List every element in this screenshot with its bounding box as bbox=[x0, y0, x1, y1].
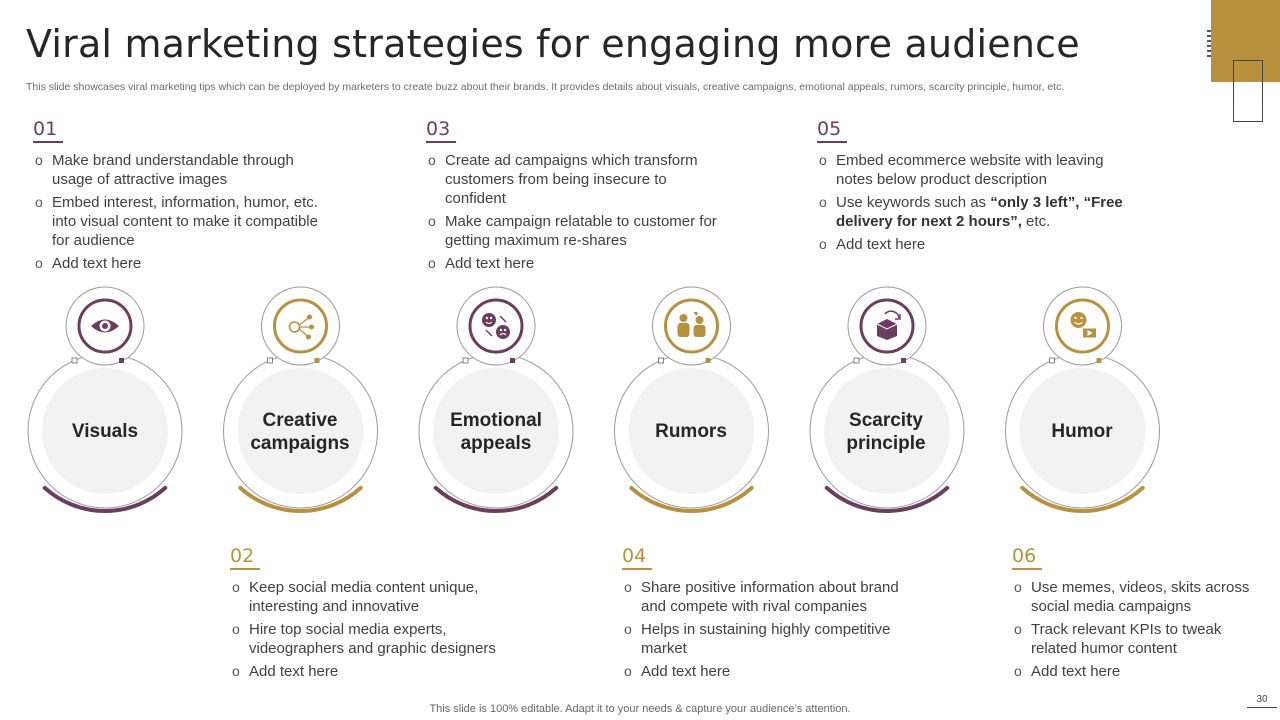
icon-inner-ring bbox=[664, 298, 719, 354]
strategy-circle-04 bbox=[614, 286, 769, 513]
bullet-item: Add text here bbox=[1012, 662, 1267, 681]
slide-subtitle: This slide showcases viral marketing tip… bbox=[26, 81, 1065, 93]
icon-outer-ring bbox=[847, 286, 927, 366]
strategy-text-block-06: 06 Use memes, videos, skits across socia… bbox=[1012, 545, 1267, 685]
box-cycle-icon bbox=[876, 310, 901, 340]
accent-arc bbox=[42, 485, 168, 513]
icon-outer-ring bbox=[456, 286, 536, 366]
slide-title: Viral marketing strategies for engaging … bbox=[26, 22, 1080, 66]
bullet-list: Share positive information about brand a… bbox=[622, 578, 922, 681]
connector-square-right bbox=[705, 358, 711, 363]
bullet-item: Helps in sustaining highly competitive m… bbox=[622, 620, 922, 658]
strategy-circle-06 bbox=[1005, 286, 1160, 513]
accent-arc bbox=[629, 485, 754, 513]
number-underline bbox=[817, 141, 847, 143]
bullet-list: Create ad campaigns which transform cust… bbox=[426, 151, 726, 273]
bullet-item: Add text here bbox=[622, 662, 922, 681]
connector-square-right bbox=[119, 358, 124, 363]
connector-square-left bbox=[853, 357, 860, 364]
share-network-icon bbox=[288, 314, 314, 340]
strategy-text-block-02: 02 Keep social media content unique, int… bbox=[230, 545, 530, 685]
accent-arc bbox=[433, 485, 559, 513]
strategy-number: 01 bbox=[33, 118, 58, 140]
strategy-number: 02 bbox=[230, 545, 255, 567]
corner-dots-decoration bbox=[1207, 30, 1213, 60]
number-underline bbox=[622, 568, 652, 570]
icon-outer-ring bbox=[261, 286, 340, 366]
icon-inner-ring bbox=[273, 298, 328, 354]
icon-inner-ring bbox=[1055, 298, 1110, 354]
bullet-list: Embed ecommerce website with leaving not… bbox=[817, 151, 1137, 254]
bullet-item: Add text here bbox=[230, 662, 530, 681]
people-whisper-icon bbox=[677, 312, 706, 337]
icon-outer-ring bbox=[1043, 286, 1122, 366]
bullet-item: Add text here bbox=[817, 235, 1137, 254]
number-underline bbox=[426, 141, 456, 143]
connector-square-right bbox=[1096, 358, 1102, 363]
bullet-list: Keep social media content unique, intere… bbox=[230, 578, 530, 681]
strategy-text-block-01: 01 Make brand understandable through usa… bbox=[33, 118, 323, 277]
accent-arc bbox=[1020, 485, 1145, 513]
icon-outer-ring bbox=[65, 286, 145, 366]
bullet-item: Track relevant KPIs to tweak related hum… bbox=[1012, 620, 1267, 658]
bullet-item: Embed ecommerce website with leaving not… bbox=[817, 151, 1137, 189]
bullet-list: Make brand understandable through usage … bbox=[33, 151, 323, 273]
connector-square-right bbox=[510, 358, 515, 363]
connector-square-left bbox=[71, 357, 78, 364]
bullet-item: Keep social media content unique, intere… bbox=[230, 578, 530, 616]
strategy-text-block-04: 04 Share positive information about bran… bbox=[622, 545, 922, 685]
strategy-circle-05 bbox=[809, 286, 965, 513]
strategy-circle-03 bbox=[418, 286, 574, 513]
corner-accent-block bbox=[1211, 0, 1280, 82]
bullet-item: Create ad campaigns which transform cust… bbox=[426, 151, 726, 208]
bullet-item: Use keywords such as “only 3 left”, “Fre… bbox=[817, 193, 1137, 231]
page-number: 30 bbox=[1247, 694, 1277, 708]
connector-square-right bbox=[901, 358, 906, 363]
number-underline bbox=[1012, 568, 1042, 570]
strategy-number: 06 bbox=[1012, 545, 1037, 567]
strategy-label-rumors: Rumors bbox=[655, 421, 727, 442]
connector-square-left bbox=[658, 357, 664, 364]
number-underline bbox=[33, 141, 63, 143]
humor-video-icon bbox=[1070, 312, 1097, 339]
strategy-number: 03 bbox=[426, 118, 451, 140]
connector-square-left bbox=[1049, 357, 1055, 364]
corner-outline-rect bbox=[1233, 60, 1263, 122]
strategy-label-visuals: Visuals bbox=[71, 421, 139, 442]
icon-inner-ring bbox=[468, 298, 524, 354]
bullet-item: Embed interest, information, humor, etc.… bbox=[33, 193, 323, 250]
icon-inner-ring bbox=[77, 298, 133, 354]
slide-footer: This slide is 100% editable. Adapt it to… bbox=[429, 703, 851, 715]
bullet-item: Add text here bbox=[426, 254, 726, 273]
strategy-number: 05 bbox=[817, 118, 842, 140]
bullet-item: Share positive information about brand a… bbox=[622, 578, 922, 616]
icon-outer-ring bbox=[652, 286, 731, 366]
bullet-item: Make brand understandable through usage … bbox=[33, 151, 323, 189]
icon-inner-ring bbox=[859, 298, 915, 354]
bullet-item: Use memes, videos, skits across social m… bbox=[1012, 578, 1267, 616]
strategy-circle-01 bbox=[27, 286, 183, 513]
connector-square-left bbox=[462, 357, 469, 364]
accent-arc bbox=[824, 485, 950, 513]
strategy-text-block-05: 05 Embed ecommerce website with leaving … bbox=[817, 118, 1137, 258]
bullet-item: Make campaign relatable to customer for … bbox=[426, 212, 726, 250]
strategy-label-humor: Humor bbox=[1051, 421, 1113, 442]
number-underline bbox=[230, 568, 260, 570]
strategy-text-block-03: 03 Create ad campaigns which transform c… bbox=[426, 118, 726, 277]
connector-square-right bbox=[314, 358, 320, 363]
eye-icon bbox=[91, 319, 119, 333]
strategy-number: 04 bbox=[622, 545, 647, 567]
strategy-circle-02 bbox=[223, 286, 378, 513]
bullet-item: Hire top social media experts, videograp… bbox=[230, 620, 530, 658]
emotion-faces-icon bbox=[482, 313, 510, 339]
bullet-list: Use memes, videos, skits across social m… bbox=[1012, 578, 1267, 681]
accent-arc bbox=[238, 485, 363, 513]
connector-square-left bbox=[267, 357, 273, 364]
bullet-item: Add text here bbox=[33, 254, 323, 273]
